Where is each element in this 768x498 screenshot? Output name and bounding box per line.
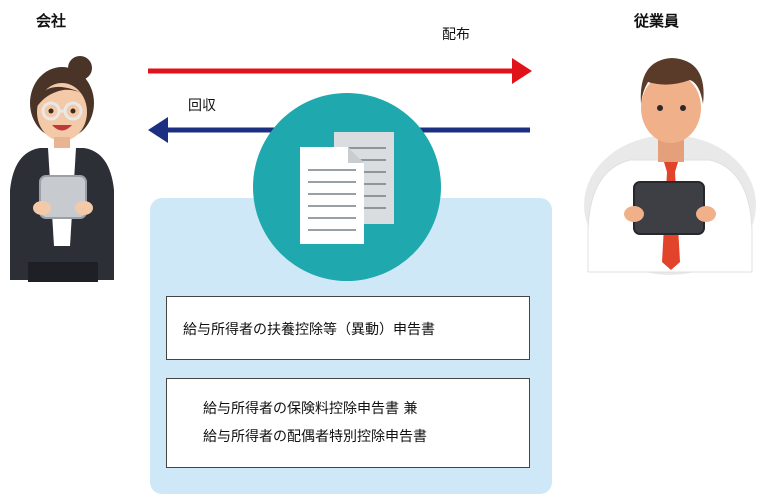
distribute-label: 配布 [442,27,470,43]
employee-man-icon [584,58,756,275]
collect-label: 回収 [188,98,216,114]
documents-icon [253,93,441,281]
document-box-dependents: 給与所得者の扶養控除等（異動）申告書 [166,296,530,360]
company-woman-icon [10,56,114,282]
document-box-insurance: 給与所得者の保険料控除申告書 兼 給与所得者の配偶者特別控除申告書 [166,378,530,468]
distribute-arrow [148,58,532,84]
company-label: 会社 [36,12,67,30]
document-title-line1: 給与所得者の保険料控除申告書 兼 [203,401,418,417]
document-title: 給与所得者の扶養控除等（異動）申告書 [183,322,435,338]
employee-label: 従業員 [634,12,680,30]
document-title-line2: 給与所得者の配偶者特別控除申告書 [203,429,427,445]
